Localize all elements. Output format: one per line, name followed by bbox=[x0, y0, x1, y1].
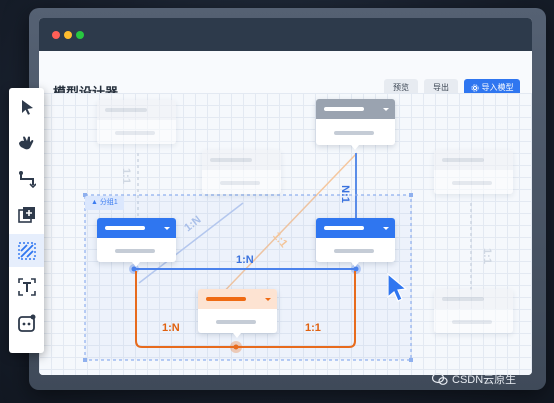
tool-connector[interactable] bbox=[9, 162, 44, 195]
chevron-down-icon[interactable] bbox=[265, 298, 271, 301]
chevron-down-icon[interactable] bbox=[383, 227, 389, 230]
import-model-button[interactable]: 导入模型 bbox=[464, 79, 520, 96]
mouse-cursor-icon bbox=[387, 272, 408, 302]
text-icon bbox=[17, 277, 36, 296]
tool-pan[interactable] bbox=[9, 126, 44, 159]
tool-add-entity[interactable] bbox=[9, 198, 44, 231]
tool-text[interactable] bbox=[9, 270, 44, 303]
export-button[interactable]: 导出 bbox=[424, 79, 458, 96]
tool-palette bbox=[9, 88, 44, 353]
entity-card-orange[interactable] bbox=[198, 289, 277, 338]
relation-icon bbox=[17, 241, 36, 260]
entity-card-blue[interactable] bbox=[316, 218, 395, 267]
relation-label-faded-right: 1:1 bbox=[480, 248, 493, 264]
orange-bracket-line bbox=[135, 271, 356, 348]
watermark: CSDN云原生 bbox=[432, 371, 516, 387]
preview-button[interactable]: 预览 bbox=[384, 79, 418, 96]
add-entity-icon bbox=[17, 206, 35, 223]
settings-gear-icon bbox=[470, 83, 479, 92]
relation-label-orange-right: 1:1 bbox=[305, 322, 321, 334]
tool-relation[interactable] bbox=[9, 234, 44, 267]
entity-card-blue[interactable] bbox=[97, 218, 176, 267]
chevron-down-icon[interactable] bbox=[164, 227, 170, 230]
tool-settings[interactable] bbox=[9, 306, 44, 339]
group-label-text: 分组1 bbox=[99, 199, 118, 206]
pan-hand-icon bbox=[18, 136, 33, 149]
entity-card-gray[interactable] bbox=[316, 99, 395, 150]
entity-card-faded[interactable] bbox=[434, 150, 513, 194]
minimize-dot[interactable] bbox=[64, 31, 72, 39]
tool-select[interactable] bbox=[9, 90, 44, 123]
maximize-dot[interactable] bbox=[76, 31, 84, 39]
import-model-label: 导入模型 bbox=[481, 83, 514, 92]
settings-icon bbox=[17, 314, 35, 332]
select-icon bbox=[21, 99, 33, 115]
header: 模型设计器 预览 导出 导入模型 bbox=[39, 51, 532, 100]
close-dot[interactable] bbox=[52, 31, 60, 39]
connector-icon bbox=[18, 170, 36, 188]
entity-card-faded[interactable] bbox=[202, 150, 281, 194]
relation-label-vertical: N:1 bbox=[338, 185, 351, 203]
relation-label-orange-left: 1:N bbox=[162, 322, 180, 334]
relation-label-faded-left: 1:1 bbox=[119, 168, 132, 184]
title-bar bbox=[39, 18, 532, 51]
watermark-text: CSDN云原生 bbox=[452, 374, 517, 386]
entity-card-faded[interactable] bbox=[97, 100, 176, 144]
group-label[interactable]: ▲ 分组1 bbox=[85, 196, 124, 210]
chevron-down-icon[interactable] bbox=[383, 108, 389, 111]
relation-label-main: 1:N bbox=[236, 254, 254, 266]
wechat-icon bbox=[432, 372, 448, 385]
diag-orange-line bbox=[214, 152, 358, 302]
entity-card-faded[interactable] bbox=[434, 289, 513, 333]
